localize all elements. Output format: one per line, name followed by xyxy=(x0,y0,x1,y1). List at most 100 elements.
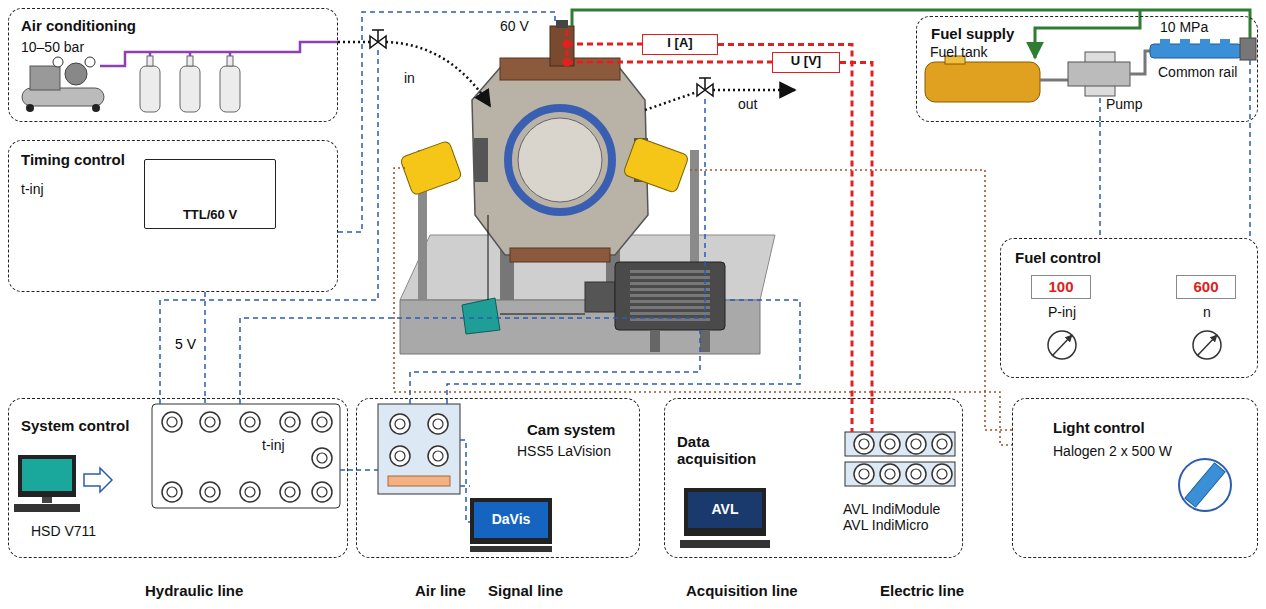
fuel-system-part xyxy=(1200,39,1210,45)
air-line-part xyxy=(386,42,490,106)
fuel-system-part xyxy=(1130,51,1150,74)
fuel-system-part xyxy=(1150,44,1242,58)
value-display: 600 xyxy=(1176,275,1236,299)
air-line-part xyxy=(100,42,338,66)
group-box: System controlHSD V711 xyxy=(8,398,348,558)
fuel-dials-part xyxy=(1193,331,1221,359)
value-display: 100 xyxy=(1031,275,1091,299)
node-heading: System control xyxy=(21,417,129,434)
control-module xyxy=(152,404,340,508)
air-compressor-part xyxy=(92,104,100,112)
edge-label: 5 V xyxy=(173,336,198,352)
halogen-dimmer xyxy=(1179,459,1231,511)
connector xyxy=(718,44,852,398)
control-module-part xyxy=(162,482,182,502)
fuel-system-part xyxy=(1040,79,1068,82)
node-heading: Cam system xyxy=(527,421,615,438)
node-text: AVL IndiModule AVL IndiMicro xyxy=(843,501,955,533)
node-heading: 100 xyxy=(1048,278,1073,295)
fuel-system-part xyxy=(925,62,1040,102)
line-type-label: Air line xyxy=(415,582,466,599)
camera-controller-part xyxy=(474,502,548,538)
lamps-part xyxy=(623,137,689,194)
node-heading: Light control xyxy=(1053,419,1145,436)
part-label: DaVis xyxy=(492,511,531,527)
control-computer-part xyxy=(14,504,80,512)
group-box: Fuel control 100 600 xyxy=(1000,238,1258,378)
valves-part xyxy=(372,30,384,42)
node-heading: TTL/60 V xyxy=(183,208,237,223)
mirror-and-camera-part xyxy=(700,330,710,352)
electric-lines-part xyxy=(567,43,642,46)
node-text: Halogen 2 x 500 W xyxy=(1053,443,1172,459)
line-type-label: Hydraulic line xyxy=(145,582,243,599)
fuel-system-part xyxy=(1240,38,1256,60)
air-line-part xyxy=(338,41,370,44)
fuel-system-part xyxy=(1220,39,1230,45)
control-module-part xyxy=(312,448,332,468)
camera-controller xyxy=(378,404,552,552)
control-module-part xyxy=(200,482,220,502)
part-label: n xyxy=(1203,304,1211,320)
combustion-chamber-part xyxy=(508,108,612,212)
electric-lines xyxy=(567,30,872,432)
illustration-part xyxy=(563,58,572,67)
air-compressor-part xyxy=(53,57,63,67)
gas-bottles xyxy=(140,56,240,112)
camera-controller-part xyxy=(428,446,448,466)
lamps-part xyxy=(400,140,463,195)
control-computer-part xyxy=(84,468,112,492)
connector xyxy=(204,292,206,398)
fuel-system-part xyxy=(1180,39,1190,45)
node-text: t-inj xyxy=(21,181,44,197)
gas-bottles-part xyxy=(227,56,233,66)
camera-controller-part xyxy=(390,414,410,434)
part-label: 10 MPa xyxy=(1160,19,1208,35)
acquisition-hardware-part xyxy=(684,488,766,536)
halogen-dimmer-part xyxy=(1185,463,1225,507)
mirror-and-camera-part xyxy=(615,262,725,330)
air-line-part xyxy=(645,92,697,110)
combustion-chamber-part xyxy=(472,62,648,255)
control-module-part xyxy=(280,482,300,502)
control-module-part xyxy=(240,412,260,432)
camera-controller-part xyxy=(428,414,448,434)
gas-bottles-part xyxy=(220,66,240,112)
part-label: P-inj xyxy=(1048,304,1076,320)
part-label: 60 V xyxy=(500,18,529,34)
node-heading: Fuel control xyxy=(1015,249,1101,266)
mirror-and-camera xyxy=(462,215,725,352)
node-text: HSS5 LaVision xyxy=(517,443,611,459)
fuel-dials xyxy=(1048,331,1221,359)
illustration-part xyxy=(563,40,572,49)
node-heading: 600 xyxy=(1193,278,1218,295)
lamp-cables xyxy=(394,168,1012,445)
control-module-part xyxy=(162,412,182,432)
part-label: Common rail xyxy=(1158,64,1237,80)
signal-lines-part xyxy=(338,12,555,232)
combustion-chamber-part xyxy=(550,26,574,66)
meter-box: U [V] xyxy=(772,52,840,73)
mirror-and-camera-part xyxy=(488,215,585,314)
ttl-module: TTL/60 V xyxy=(144,159,276,229)
signal-lines-part xyxy=(460,440,470,522)
node-text: 10–50 bar xyxy=(21,39,84,55)
gas-bottles-part xyxy=(147,56,153,66)
part-label: Pump xyxy=(1106,96,1143,112)
line-type-label: Acquisition line xyxy=(686,582,798,599)
signal-lines-part xyxy=(410,330,700,404)
air-compressor-part xyxy=(30,66,60,90)
hydraulic-lines-part xyxy=(1035,10,1140,58)
combustion-chamber-part xyxy=(474,138,488,182)
valves-part xyxy=(705,84,713,96)
acquisition-hardware-part xyxy=(880,464,900,484)
combustion-chamber-part xyxy=(518,118,602,202)
hydraulic-lines xyxy=(572,10,1250,58)
node-heading: I [A] xyxy=(667,36,692,51)
part-label: AVL xyxy=(712,501,739,517)
camera-controller-part xyxy=(470,546,552,552)
node-heading: Fuel supply xyxy=(931,25,1014,42)
signal-lines-part xyxy=(340,469,378,471)
signal-lines-part xyxy=(1249,60,1251,238)
